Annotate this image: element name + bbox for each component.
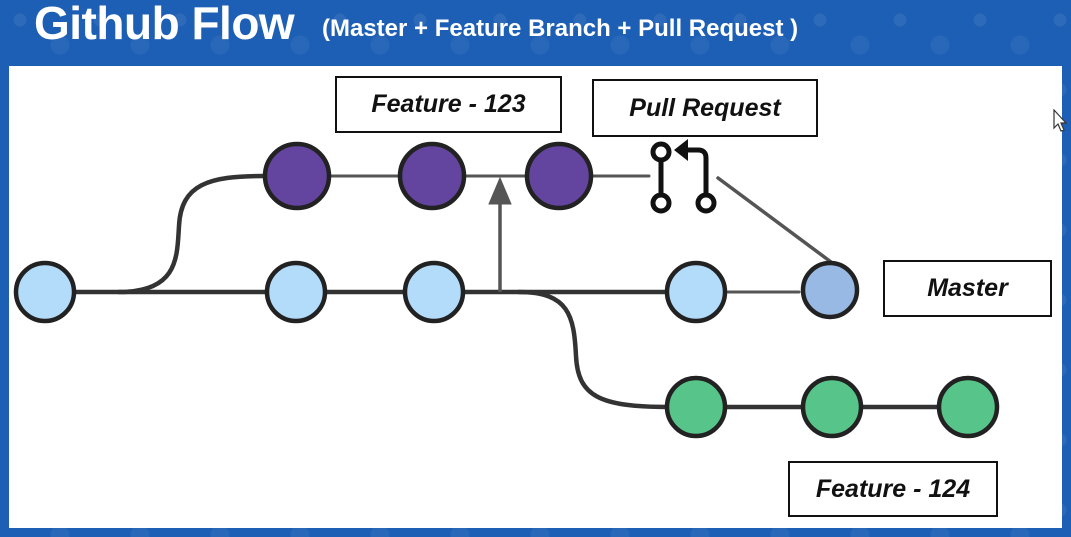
feature-124-commit-1 — [664, 375, 728, 439]
feature-123-label: Feature - 123 — [335, 76, 562, 133]
feature-123-commit-3 — [524, 141, 594, 211]
master-commit-3 — [402, 260, 466, 324]
page-title: Github Flow — [34, 0, 295, 49]
diagram-canvas: Feature - 123 Pull Request Master Featur… — [9, 66, 1062, 528]
pull-request-label: Pull Request — [592, 79, 818, 137]
pull-request-merge-line — [716, 176, 833, 264]
git-flow-diagram — [13, 139, 1000, 439]
git-pull-request-icon — [650, 139, 717, 214]
master-commit-2 — [264, 260, 328, 324]
feature-124-commit-2 — [800, 375, 864, 439]
mouse-pointer-icon — [1053, 109, 1067, 132]
feature-123-commit-1 — [262, 141, 332, 211]
page-subtitle: (Master + Feature Branch + Pull Request … — [322, 15, 799, 42]
feature-124-branch-curve — [516, 289, 672, 410]
merge-arrow — [488, 176, 512, 292]
feature-123-branch-curve — [116, 173, 267, 295]
master-commit-1 — [13, 260, 77, 324]
master-commit-4 — [664, 260, 728, 324]
feature-123-commit-2 — [397, 141, 467, 211]
master-commit-head — [800, 260, 860, 320]
feature-124-label: Feature - 124 — [788, 461, 998, 517]
feature-124-commit-3 — [936, 375, 1000, 439]
master-label: Master — [883, 260, 1052, 317]
